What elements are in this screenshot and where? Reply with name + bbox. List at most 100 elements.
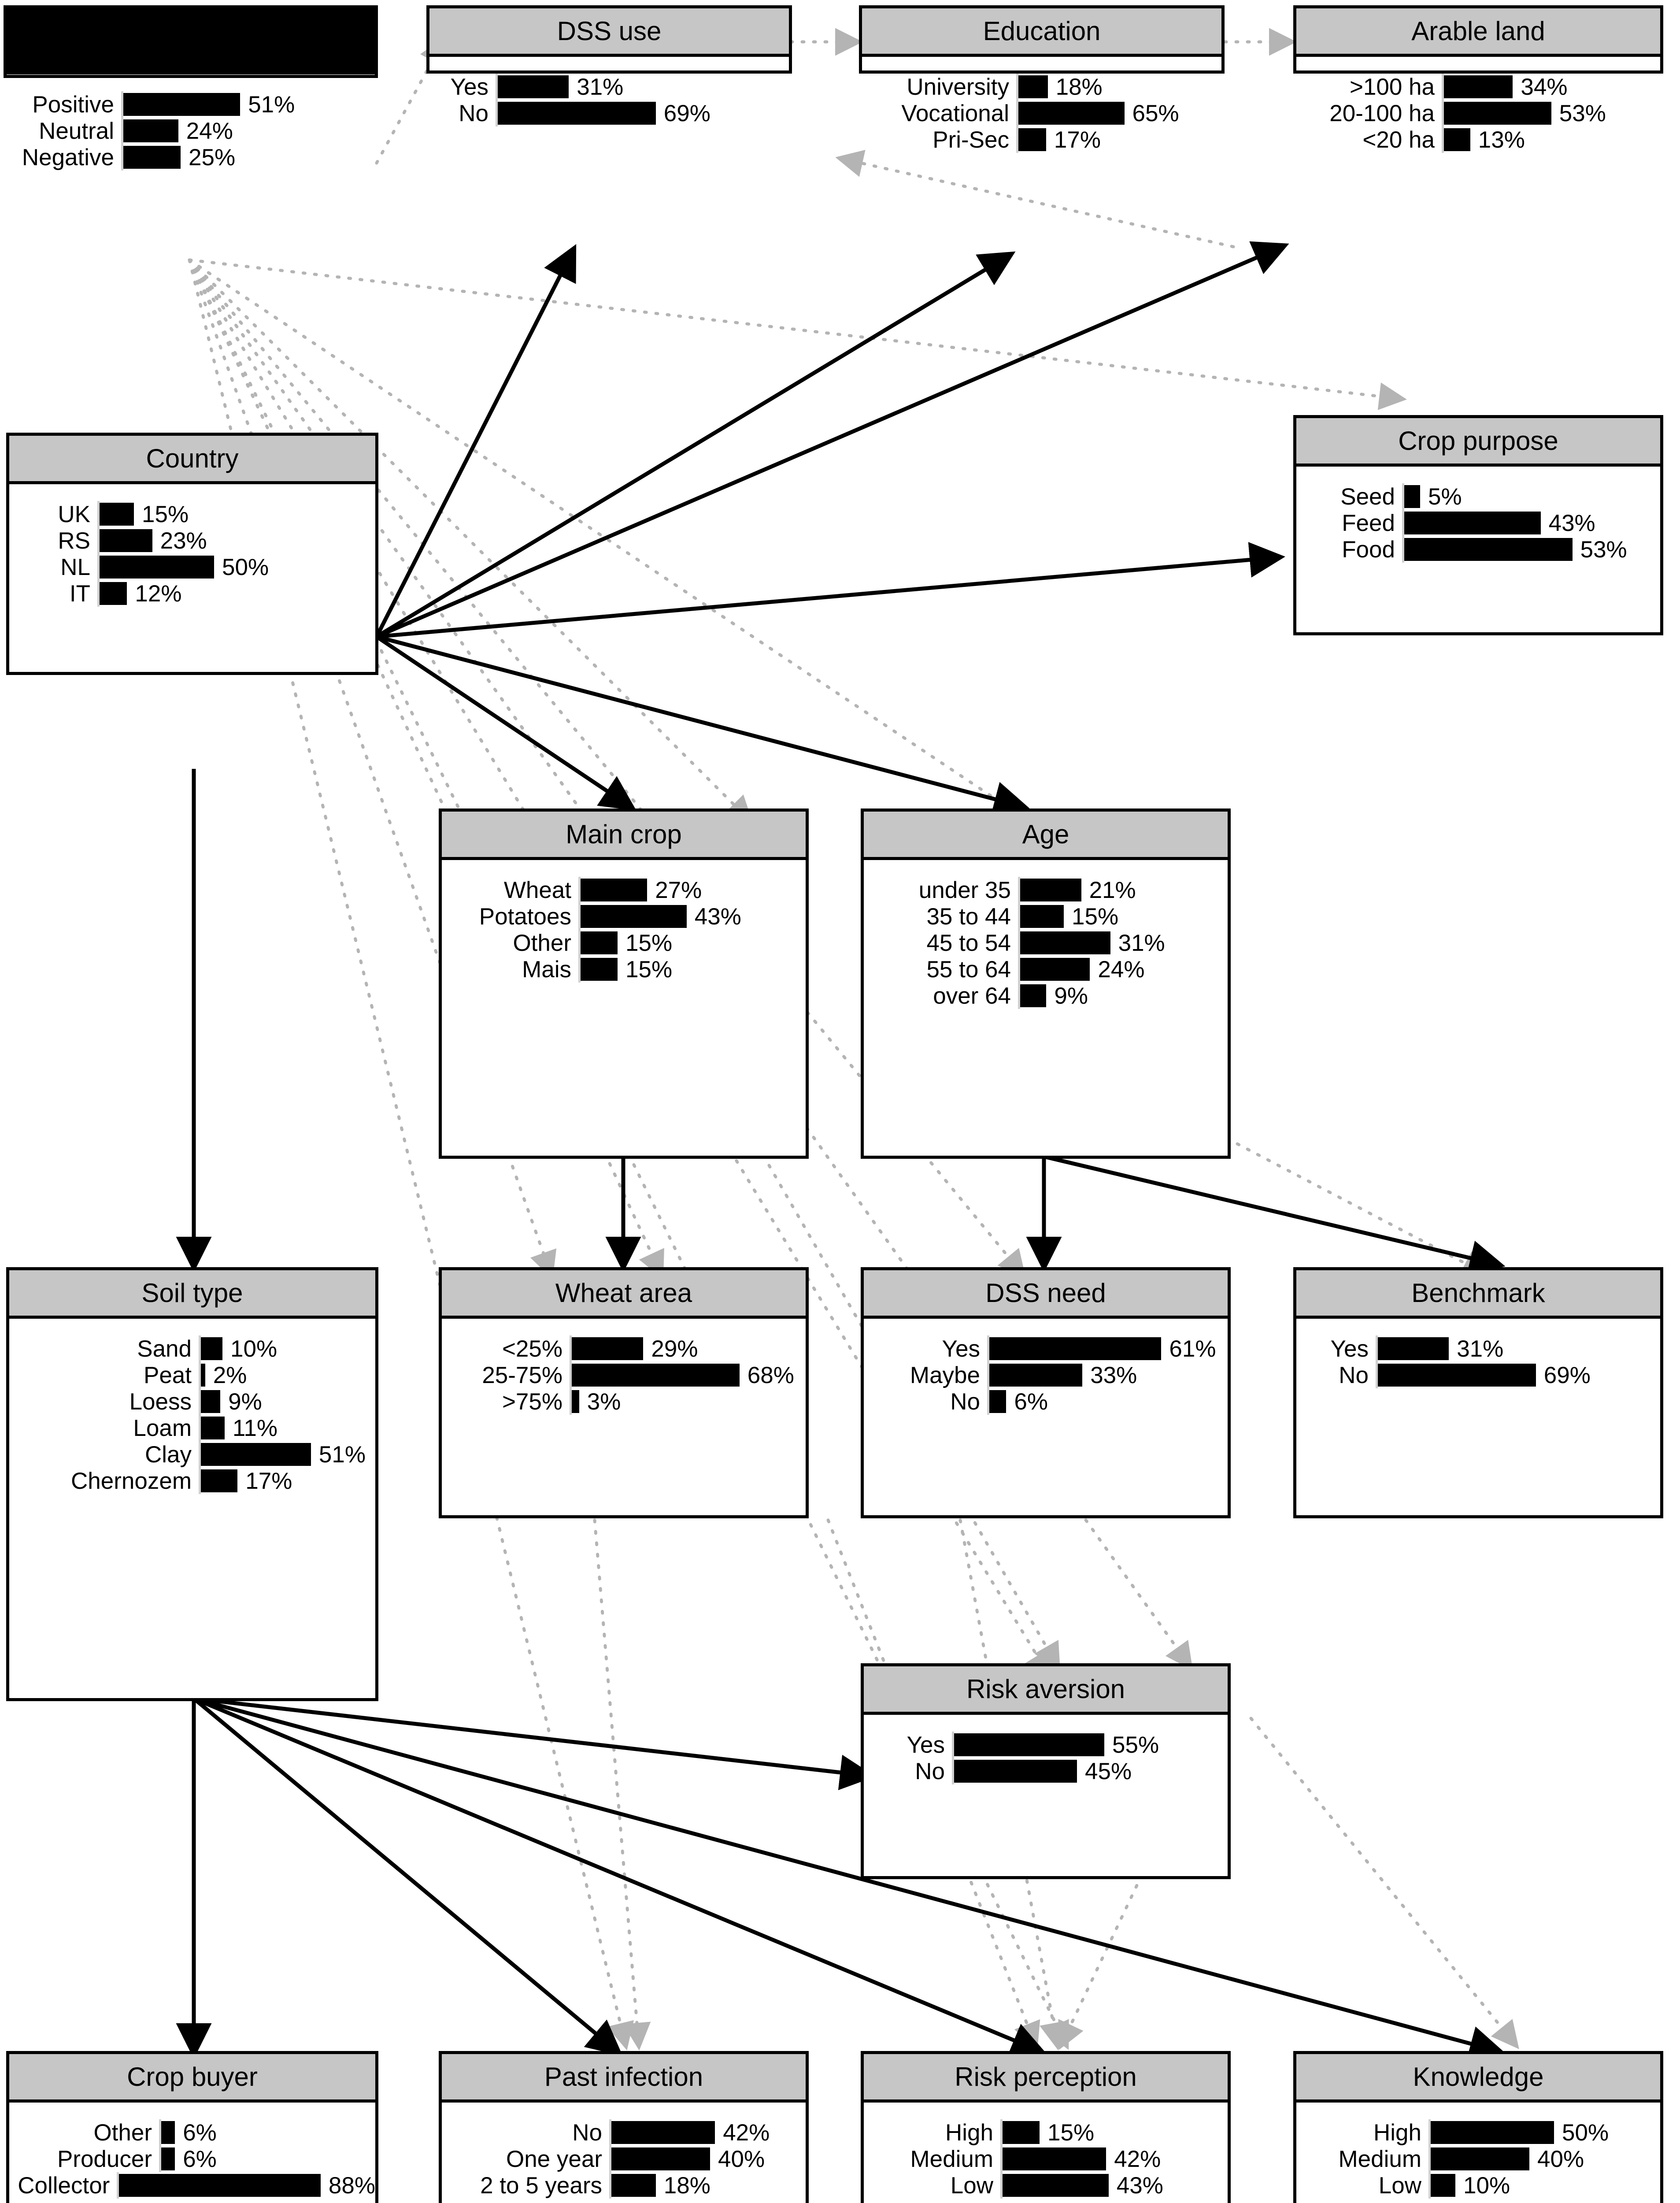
bar-track — [578, 903, 687, 930]
bar-row-label: Pri-Sec — [933, 126, 1009, 153]
bar-fill — [1404, 538, 1573, 561]
bar-row-value: 40% — [718, 2146, 765, 2172]
node-wheat-area[interactable]: Wheat area <25%29%25-75%68%>75%3% — [439, 1267, 809, 1518]
node-title: Crop buyer — [9, 2054, 375, 2103]
bar-track — [159, 2119, 175, 2146]
bar-row-value: 40% — [1537, 2146, 1584, 2172]
bar-fill — [201, 1390, 221, 1413]
bar-row-value: 15% — [625, 956, 673, 983]
bar-row-label: University — [907, 74, 1009, 100]
bar-track — [609, 2146, 710, 2172]
bar-row-label: Collector — [18, 2172, 110, 2199]
bar-track — [570, 1335, 644, 1362]
bar-fill — [581, 958, 618, 981]
bar-row-value: 34% — [1521, 74, 1568, 100]
bar-row-label: 2 to 5 years — [480, 2172, 602, 2199]
bar-row-label: Producer — [57, 2146, 152, 2172]
bar-fill — [1378, 1337, 1449, 1360]
bar-row-value: 69% — [663, 100, 710, 126]
bar-row-label: <25% — [502, 1335, 562, 1362]
bar-fill — [123, 146, 181, 169]
bar-fill — [1431, 2121, 1554, 2144]
bar-track — [1000, 2146, 1106, 2172]
bar-row-label: 45 to 54 — [926, 930, 1011, 956]
bar-row-label: Peat — [143, 1362, 192, 1388]
bar-fill — [100, 529, 152, 552]
bar-row-value: 50% — [1562, 2119, 1609, 2146]
bar-fill — [611, 2147, 710, 2170]
node-body: <25%29%25-75%68%>75%3% — [442, 1319, 806, 1515]
bar-track — [1018, 877, 1081, 903]
bar-track — [121, 144, 181, 171]
bar-track — [952, 1758, 1077, 1784]
bar-fill — [954, 1733, 1104, 1756]
bar-track — [159, 2146, 175, 2172]
bar-row-value: 13% — [1478, 126, 1525, 153]
bar-track — [199, 1335, 222, 1362]
bar-row-value: 15% — [1072, 903, 1119, 930]
node-title: Benchmark — [1296, 1270, 1660, 1319]
bar-row-label: Other — [513, 930, 571, 956]
bar-row-value: 65% — [1132, 100, 1179, 126]
bar-row-value: 15% — [625, 930, 673, 956]
bar-fill — [1444, 75, 1513, 98]
bar-row-value: 29% — [651, 1335, 698, 1362]
bar-fill — [1003, 2121, 1040, 2144]
bar-fill — [1404, 512, 1541, 534]
bar-fill — [572, 1337, 644, 1360]
bar-row-label: Wheat — [503, 877, 571, 903]
bar-row-label: Yes — [1330, 1335, 1369, 1362]
bar-track — [1402, 483, 1420, 510]
bar-fill — [1003, 2147, 1106, 2170]
bar-row-value: 43% — [1116, 2172, 1163, 2199]
bar-fill — [1431, 2174, 1455, 2197]
bar-row-value: 21% — [1089, 877, 1136, 903]
node-title: Risk aversion — [864, 1666, 1228, 1715]
bar-fill — [100, 556, 214, 579]
bar-fill — [1404, 485, 1420, 508]
bar-fill — [1020, 958, 1090, 981]
bar-track — [1018, 983, 1047, 1009]
bar-row-label: Yes — [907, 1732, 945, 1758]
bar-track — [609, 2119, 715, 2146]
